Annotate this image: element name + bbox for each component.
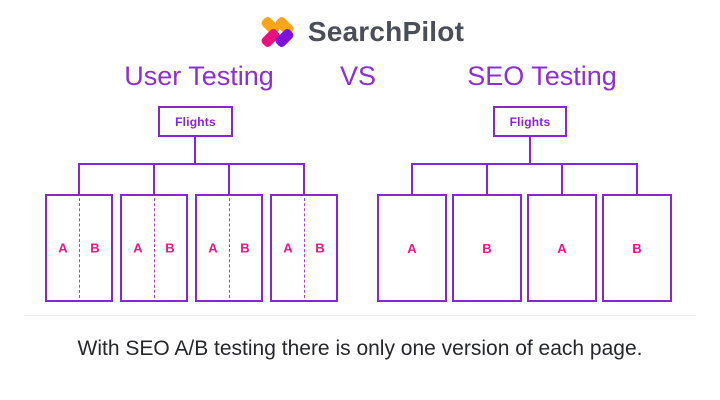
page-node-split: A B	[195, 194, 263, 302]
searchpilot-logo: SearchPilot	[0, 10, 720, 54]
logo-text: SearchPilot	[307, 16, 465, 47]
header-seo-testing: SEO Testing	[467, 61, 617, 91]
connector-line	[636, 163, 638, 194]
connector-line	[561, 163, 563, 194]
caption: With SEO A/B testing there is only one v…	[77, 337, 643, 360]
variant-b-label: B	[165, 240, 175, 256]
connector-line	[78, 163, 80, 194]
footer-divider	[24, 315, 696, 316]
variant-a-label: A	[208, 240, 218, 256]
page-node: A	[377, 194, 447, 302]
connector-line	[486, 163, 488, 194]
connector-line	[78, 163, 305, 165]
variant-a-label: A	[283, 240, 293, 256]
connector-line	[411, 163, 638, 165]
page-node: B	[602, 194, 672, 302]
page-node: A	[527, 194, 597, 302]
connector-line	[153, 163, 155, 194]
variant-a-label: A	[133, 240, 143, 256]
connector-line	[194, 137, 196, 165]
connector-line	[529, 137, 531, 165]
connector-line	[411, 163, 413, 194]
page-node-split: A B	[270, 194, 338, 302]
variant-divider	[304, 198, 305, 298]
header-user-testing: User Testing	[124, 61, 274, 91]
double-chevron-right-icon	[261, 17, 294, 47]
seo-tree-root-node: Flights	[493, 106, 567, 137]
page-node: B	[452, 194, 522, 302]
variant-a-label: A	[58, 240, 68, 256]
variant-divider	[154, 198, 155, 298]
variant-divider	[79, 198, 80, 298]
variant-b-label: B	[90, 240, 100, 256]
connector-line	[228, 163, 230, 194]
connector-line	[303, 163, 305, 194]
variant-b-label: B	[315, 240, 325, 256]
page-node-split: A B	[45, 194, 113, 302]
page-node-split: A B	[120, 194, 188, 302]
variant-divider	[229, 198, 230, 298]
user-tree-root-node: Flights	[158, 106, 233, 137]
header-vs: VS	[339, 61, 377, 91]
variant-b-label: B	[240, 240, 250, 256]
